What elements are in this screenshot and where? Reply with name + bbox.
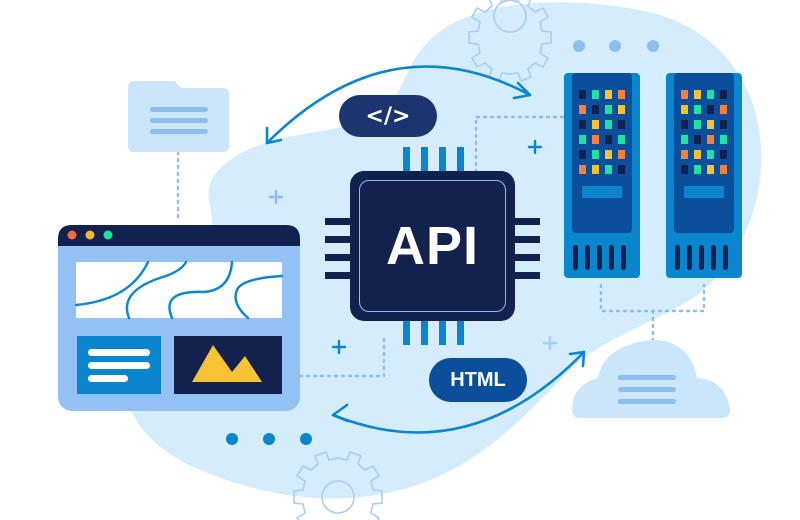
maximize-dot [103, 230, 113, 240]
dots-bottom [226, 433, 312, 445]
gear-icon-top [468, 0, 552, 83]
plus-decorations [268, 139, 558, 355]
api-chip-inner-border [359, 180, 506, 312]
minimize-dot [85, 230, 95, 240]
api-chip: API [350, 171, 515, 321]
api-chip-label: API [385, 216, 480, 276]
browser-window [58, 225, 300, 411]
arrow-bottom-bidirectional [331, 350, 586, 434]
image-mountain-icon [192, 345, 262, 382]
server-rack-right [666, 73, 742, 278]
dotted-connectors [176, 115, 706, 378]
close-dot [67, 230, 77, 240]
chip-pins [325, 147, 540, 345]
gear-icon-bottom [293, 450, 383, 520]
arrow-top-bidirectional [265, 65, 532, 145]
folder-icon [128, 81, 229, 152]
server-rack-left [564, 73, 640, 278]
dots-top [573, 40, 659, 52]
code-badge: </> [339, 95, 437, 137]
cloud-icon [572, 340, 730, 418]
html-badge: HTML [429, 358, 527, 402]
